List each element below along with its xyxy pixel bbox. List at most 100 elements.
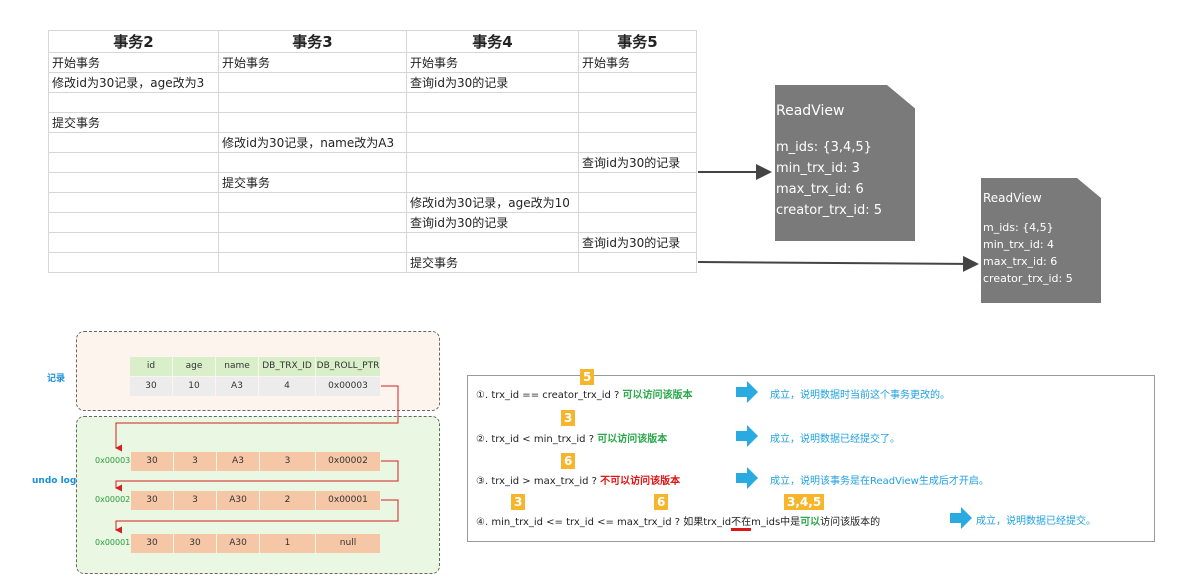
readview-m-ids: m_ids: {4,5}	[983, 221, 1054, 234]
record-header-cell: age	[173, 357, 215, 376]
blue-arrow-icon	[736, 381, 758, 403]
table-row	[48, 92, 697, 113]
record-header-cell: id	[130, 357, 172, 376]
rule-3: ③. trx_id > max_trx_id ? 不可以访问该版本	[476, 472, 680, 487]
rule-result: 成立，说明该事务是在ReadView生成后才开启。	[770, 476, 989, 487]
rule-2: ②. trx_id < min_trx_id ? 可以访问该版本	[476, 430, 667, 445]
undo-cell: A30	[217, 491, 259, 510]
table-cell	[578, 212, 697, 233]
undo-cell: 3	[174, 452, 216, 471]
blue-arrow-icon	[736, 425, 758, 447]
record-header-cell: name	[216, 357, 258, 376]
table-cell: 查询id为30的记录	[578, 152, 697, 173]
rule-verdict: 可以访问该版本	[597, 434, 668, 445]
table-cell	[578, 132, 697, 153]
readview-arrows	[697, 164, 979, 272]
record-header-cell: DB_ROLL_PTR	[316, 357, 380, 376]
table-cell: 开始事务	[48, 52, 219, 73]
undo-cell: 2	[260, 491, 315, 510]
readview-creator-trx-id: creator_trx_id: 5	[776, 203, 882, 218]
badge: 3	[561, 410, 576, 426]
rule-post: 访问该版本的	[820, 517, 881, 528]
readview-max-trx-id: max_trx_id: 6	[776, 182, 864, 197]
readview-card-1: ReadView m_ids: {3,4,5} min_trx_id: 3 ma…	[775, 85, 915, 241]
visibility-rules-box: 5 ①. trx_id == creator_trx_id ? 可以访问该版本 …	[467, 369, 1155, 542]
roll-ptr-link	[115, 385, 399, 452]
column-header: 事务5	[578, 30, 697, 53]
undo-log-label: undo log	[32, 476, 77, 486]
undo-cell: 3	[260, 452, 315, 471]
readview-title: ReadView	[776, 103, 845, 119]
undo-cell: 30	[131, 452, 173, 471]
readview-title: ReadView	[983, 191, 1042, 205]
table-cell	[578, 192, 697, 213]
rule-verdict: 可以访问该版本	[622, 390, 693, 401]
badge: 5	[580, 369, 595, 385]
table-cell: 查询id为30的记录	[406, 212, 579, 233]
undo-address: 0x00003	[95, 456, 131, 465]
transaction-table: 事务2 事务3 事务4 事务5 开始事务开始事务开始事务开始事务修改id为30记…	[48, 30, 697, 273]
record-header-cell: DB_TRX_ID	[259, 357, 315, 376]
readview-min-trx-id: min_trx_id: 4	[983, 238, 1055, 251]
blue-arrow-icon	[736, 467, 758, 489]
record-value-cell: 0x00003	[316, 377, 380, 396]
table-cell	[578, 112, 697, 133]
roll-pointer-links	[115, 385, 399, 534]
table-cell	[578, 252, 697, 273]
table-cell	[578, 172, 697, 193]
rule-verdict: 可以	[800, 517, 821, 528]
undo-cell: A30	[217, 534, 259, 553]
undo-cell: 0x00001	[316, 491, 380, 510]
undo-cell: 3	[174, 491, 216, 510]
undo-cell: null	[316, 534, 380, 553]
readview-max-trx-id: max_trx_id: 6	[983, 255, 1058, 268]
undo-address: 0x00001	[95, 538, 131, 547]
badge: 6	[561, 453, 576, 469]
rule-result: 成立，说明数据时当前这个事务更改的。	[770, 390, 950, 401]
record-value-cell: A3	[216, 377, 258, 396]
record-value-cell: 4	[259, 377, 315, 396]
rule-mid: m_ids中是	[751, 517, 801, 528]
table-row: 修改id为30记录，name改为A3	[48, 132, 697, 153]
badge: 3,4,5	[784, 494, 825, 510]
rule-result: 成立，说明数据已经提交。	[976, 516, 1096, 527]
roll-ptr-link	[115, 499, 399, 534]
table-row: 查询id为30的记录	[48, 232, 697, 253]
table-cell: 修改id为30记录，age改为10	[406, 192, 579, 213]
rule-condition: ④. min_trx_id <= trx_id <= max_trx_id ? …	[476, 517, 732, 528]
readview-min-trx-id: min_trx_id: 3	[776, 161, 860, 176]
readview-m-ids: m_ids: {3,4,5}	[776, 140, 872, 155]
table-row: 提交事务	[48, 252, 697, 273]
undo-cell: 30	[131, 534, 173, 553]
badge: 3	[511, 494, 526, 510]
undo-cell: 30	[131, 491, 173, 510]
rule-condition: ③. trx_id > max_trx_id ?	[476, 476, 597, 487]
rule-condition: ②. trx_id < min_trx_id ?	[476, 434, 595, 445]
rule-result: 成立，说明数据已经提交了。	[770, 434, 900, 445]
undo-cell: 0x00002	[316, 452, 380, 471]
rule-4: ④. min_trx_id <= trx_id <= max_trx_id ? …	[476, 513, 881, 531]
record-value-cell: 10	[173, 377, 215, 396]
table-cell: 提交事务	[406, 252, 579, 273]
undo-cell: A3	[217, 452, 259, 471]
badge: 6	[654, 494, 669, 510]
readview-creator-trx-id: creator_trx_id: 5	[983, 272, 1073, 285]
table-row: 查询id为30的记录	[48, 152, 697, 173]
rule-condition: ①. trx_id == creator_trx_id ?	[476, 390, 620, 401]
table-cell: 查询id为30的记录	[578, 232, 697, 253]
table-cell	[578, 72, 697, 93]
rule-notin: 不在	[731, 517, 752, 531]
undo-address: 0x00002	[95, 495, 131, 504]
table-cell	[578, 92, 697, 113]
record-value-cell: 30	[130, 377, 172, 396]
table-cell: 开始事务	[578, 52, 697, 73]
blue-arrow-icon	[950, 507, 972, 529]
undo-cell: 30	[174, 534, 216, 553]
rule-1: ①. trx_id == creator_trx_id ? 可以访问该版本	[476, 386, 693, 401]
roll-ptr-link	[115, 460, 399, 492]
readview-card-2: ReadView m_ids: {4,5} min_trx_id: 4 max_…	[981, 178, 1101, 303]
undo-cell: 1	[260, 534, 315, 553]
arrow-to-readview-2	[697, 255, 979, 272]
record-label: 记录	[47, 374, 66, 384]
rule-verdict: 不可以访问该版本	[600, 476, 681, 487]
